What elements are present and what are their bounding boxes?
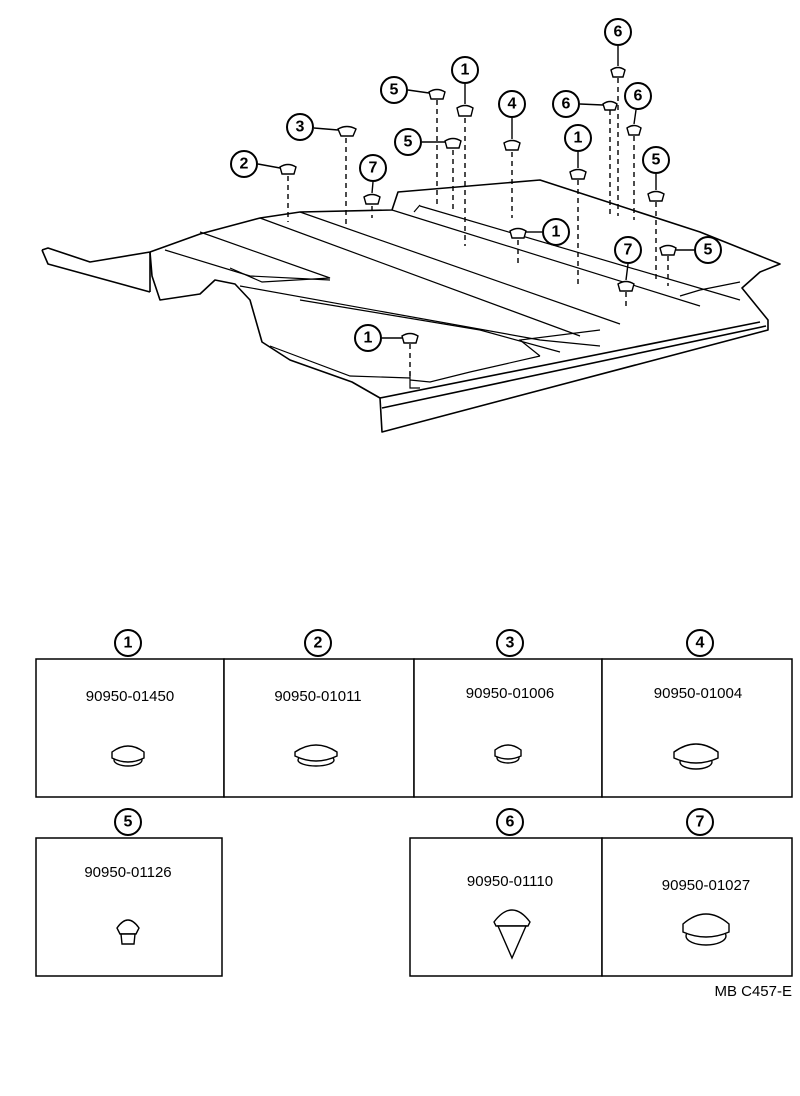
callout-6: 6	[624, 82, 652, 110]
plug-4	[503, 139, 521, 151]
callout-6: 6	[496, 808, 524, 836]
pushpin-icon	[493, 909, 531, 960]
grommet-icon	[494, 744, 522, 764]
svg-text:1: 1	[552, 224, 561, 241]
plug-5c	[647, 190, 665, 202]
svg-text:6: 6	[634, 88, 643, 105]
plug-7b	[617, 280, 635, 292]
svg-text:6: 6	[562, 96, 571, 113]
plug-1a	[456, 104, 474, 117]
svg-text:5: 5	[652, 152, 661, 169]
svg-text:4: 4	[696, 635, 705, 652]
plug-1b	[509, 227, 527, 239]
plug-6a	[602, 100, 618, 111]
plug-7a	[363, 193, 381, 205]
svg-text:7: 7	[696, 814, 705, 831]
drawing-code: MB C457-E	[714, 983, 792, 1000]
callout-7: 7	[359, 154, 387, 182]
callout-1: 1	[542, 218, 570, 246]
svg-text:6: 6	[614, 24, 623, 41]
grommet-icon	[682, 913, 730, 946]
svg-text:1: 1	[574, 130, 583, 147]
callout-3: 3	[496, 629, 524, 657]
plug-1d	[401, 332, 419, 344]
plug-3	[337, 125, 357, 137]
svg-text:6: 6	[506, 814, 515, 831]
part-cell-6: 6 90950-01110	[409, 808, 603, 977]
plug-1c	[569, 168, 587, 180]
callout-7: 7	[686, 808, 714, 836]
plug-6b	[610, 66, 626, 78]
callout-4: 4	[498, 90, 526, 118]
part-cell-7: 7 90950-01027	[601, 808, 793, 977]
part-number: 90950-01450	[86, 688, 174, 705]
callout-1: 1	[114, 629, 142, 657]
part-number: 90950-01126	[84, 864, 171, 881]
callout-6: 6	[552, 90, 580, 118]
callout-5: 5	[642, 146, 670, 174]
svg-text:1: 1	[124, 635, 133, 652]
floor-pan-illustration	[41, 179, 781, 433]
svg-text:3: 3	[296, 119, 305, 136]
part-cell-4: 4 90950-01004	[601, 629, 793, 798]
part-cell-1: 1 90950-01450	[35, 629, 225, 798]
part-number: 90950-01004	[654, 685, 742, 702]
part-number: 90950-01006	[466, 685, 554, 702]
svg-text:7: 7	[624, 242, 633, 259]
callout-5: 5	[394, 128, 422, 156]
callout-1: 1	[564, 124, 592, 152]
plug-5a	[428, 88, 446, 100]
callout-5: 5	[694, 236, 722, 264]
part-number: 90950-01027	[662, 877, 750, 894]
plug-5b	[444, 137, 462, 149]
callout-6: 6	[604, 18, 632, 46]
plug-5d	[659, 244, 677, 256]
part-cell-2: 2 90950-01011	[223, 629, 415, 798]
svg-text:5: 5	[704, 242, 713, 259]
callout-5: 5	[380, 76, 408, 104]
svg-text:5: 5	[124, 814, 133, 831]
svg-text:3: 3	[506, 635, 515, 652]
svg-text:2: 2	[240, 156, 249, 173]
part-number: 90950-01011	[274, 688, 361, 705]
svg-text:7: 7	[369, 160, 378, 177]
svg-text:1: 1	[364, 330, 373, 347]
plug-2	[279, 163, 297, 175]
callout-2: 2	[304, 629, 332, 657]
svg-text:4: 4	[508, 96, 517, 113]
callout-2: 2	[230, 150, 258, 178]
callout-1: 1	[451, 56, 479, 84]
clip-icon	[116, 919, 140, 945]
grommet-icon	[294, 744, 338, 767]
callout-7: 7	[614, 236, 642, 264]
callout-3: 3	[286, 113, 314, 141]
part-cell-3: 3 90950-01006	[413, 629, 603, 798]
callout-5: 5	[114, 808, 142, 836]
exploded-plugs	[257, 46, 694, 380]
part-number: 90950-01110	[467, 873, 553, 890]
svg-text:1: 1	[461, 62, 470, 79]
svg-text:5: 5	[390, 82, 399, 99]
grommet-icon	[673, 743, 719, 770]
svg-text:2: 2	[314, 635, 323, 652]
grommet-icon	[111, 745, 145, 767]
part-cell-5: 5 90950-01126	[35, 808, 223, 977]
svg-text:5: 5	[404, 134, 413, 151]
plug-6c	[626, 124, 642, 136]
callout-4: 4	[686, 629, 714, 657]
callout-1: 1	[354, 324, 382, 352]
